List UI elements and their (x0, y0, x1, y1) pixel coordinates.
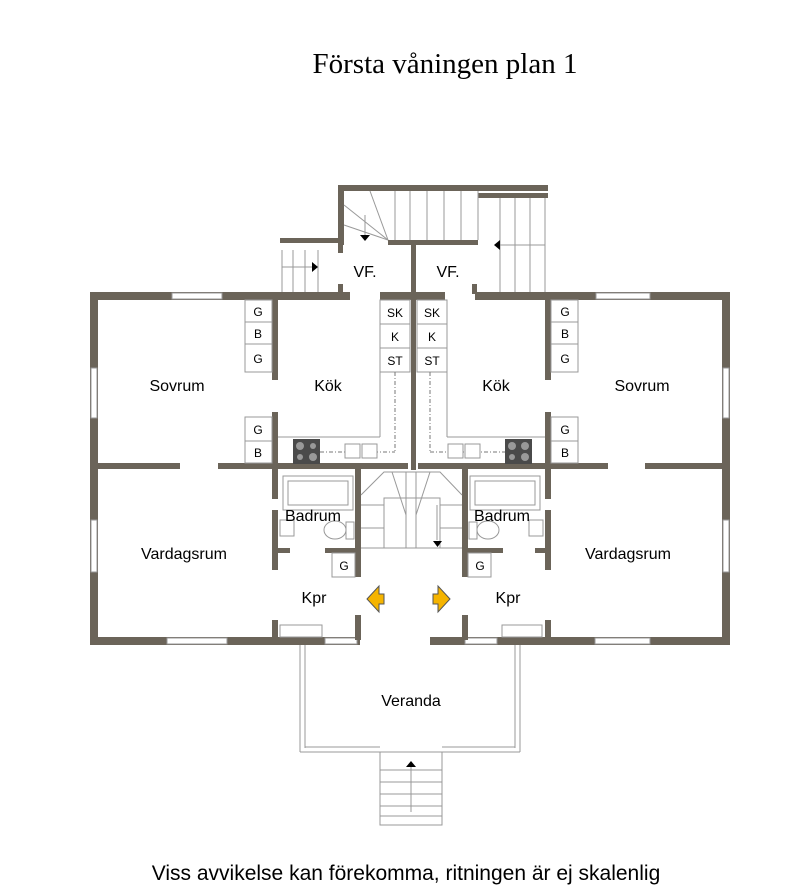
svg-text:K: K (391, 330, 399, 344)
svg-text:K: K (428, 330, 436, 344)
room-label-kok-left: Kök (314, 378, 343, 395)
svg-text:ST: ST (424, 354, 440, 368)
room-label-kpr-right: Kpr (496, 590, 522, 607)
room-label-badrum-right: Badrum (474, 508, 530, 525)
stove-icon (293, 439, 320, 464)
arrow-up-icon (406, 761, 416, 767)
svg-text:G: G (253, 423, 262, 437)
room-label-vardagsrum-right: Vardagsrum (585, 546, 671, 563)
stairs-central (360, 471, 463, 549)
room-label-vf-right: VF. (436, 264, 459, 281)
svg-text:ST: ST (387, 354, 403, 368)
arrow-right-icon (312, 262, 318, 272)
stairs-top (280, 185, 548, 295)
svg-text:G: G (560, 305, 569, 319)
svg-text:G: G (339, 559, 348, 573)
svg-text:B: B (561, 446, 569, 460)
disclaimer: Viss avvikelse kan förekomma, ritningen … (151, 862, 661, 885)
room-label-sovrum-left: Sovrum (149, 378, 204, 395)
veranda (299, 645, 521, 826)
room-label-vardagsrum-left: Vardagsrum (141, 546, 227, 563)
svg-text:SK: SK (387, 306, 403, 320)
room-label-sovrum-right: Sovrum (614, 378, 669, 395)
room-label-veranda: Veranda (381, 693, 441, 710)
kitchen-counters (244, 299, 579, 578)
svg-text:G: G (560, 423, 569, 437)
sink-icon (344, 443, 378, 459)
entrance-arrow-right-icon (432, 584, 451, 614)
svg-text:B: B (561, 327, 569, 341)
room-label-kok-right: Kök (482, 378, 511, 395)
arrow-left-icon (494, 240, 500, 250)
svg-text:B: B (254, 446, 262, 460)
svg-text:G: G (475, 559, 484, 573)
bathroom-fixtures (279, 475, 544, 540)
svg-text:G: G (253, 352, 262, 366)
room-label-vf-left: VF. (353, 264, 376, 281)
room-label-kpr-left: Kpr (302, 590, 328, 607)
stove-icon (505, 439, 532, 464)
plan-title: Första våningen plan 1 (312, 48, 578, 80)
svg-text:SK: SK (424, 306, 440, 320)
entrance-arrow-left-icon (366, 584, 385, 614)
svg-text:G: G (560, 352, 569, 366)
sink-icon (447, 443, 481, 459)
walls (90, 292, 730, 645)
room-label-badrum-left: Badrum (285, 508, 341, 525)
svg-text:G: G (253, 305, 262, 319)
arrow-down-icon (360, 235, 370, 241)
arrow-down-icon (433, 541, 442, 547)
svg-text:B: B (254, 327, 262, 341)
